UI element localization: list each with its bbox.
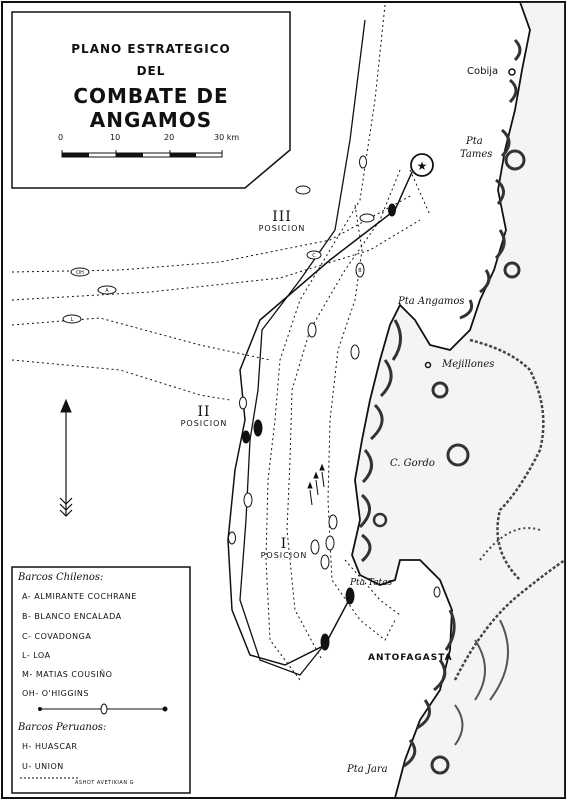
legend-chilean-b: B- BLANCO ENCALADA — [22, 612, 122, 621]
title-box: PLANO ESTRATEGICO DEL COMBATE DE ANGAMOS — [12, 12, 290, 188]
svg-text:★: ★ — [417, 159, 428, 173]
position-i: I POSICION — [254, 537, 314, 560]
ship-mark-c: C — [312, 253, 316, 259]
position-ii-num: II — [197, 404, 211, 420]
scale-label-10: 10 — [110, 133, 121, 142]
place-pta-tetas: Pta Tetas — [350, 578, 393, 588]
scale-label-0: 0 — [58, 133, 64, 142]
author-credit: ASHOT AVETIKIAN G — [75, 780, 135, 786]
place-antofagasta: ANTOFAGASTA — [368, 653, 453, 663]
scale-bar — [61, 150, 223, 158]
ship-mark-oh: OH — [76, 270, 84, 276]
ship-marker-labels: OH A L C B — [71, 253, 363, 323]
legend-chilean-oh: OH- O'HIGGINS — [22, 689, 89, 698]
north-arrow — [59, 398, 73, 517]
position-i-label: POSICION — [260, 551, 308, 560]
place-pta-tames-1: Pta — [466, 136, 483, 147]
legend: Barcos Chilenos: A- ALMIRANTE COCHRANE B… — [12, 567, 190, 793]
ship-markers — [62, 155, 441, 651]
scale-label-30: 30 km — [214, 133, 240, 142]
ship-mark-a: A — [105, 288, 109, 294]
position-iii: III POSICION — [252, 210, 312, 233]
small-arrows — [307, 463, 325, 506]
legend-chilean-m: M- MATIAS COUSIÑO — [22, 670, 113, 679]
title-box-border — [11, 11, 291, 189]
place-pta-angamos: Pta Angamos — [398, 296, 465, 307]
place-c-gordo: C. Gordo — [390, 458, 435, 469]
legend-peruvian-h: H- HUASCAR — [22, 742, 78, 751]
title-line-1: PLANO ESTRATEGICO — [71, 42, 231, 56]
ship-mark-l: L — [71, 317, 74, 323]
position-ii: II POSICION — [174, 405, 234, 428]
place-cobija: Cobija — [467, 66, 499, 77]
title-line-2: DEL — [136, 64, 166, 78]
place-pta-tames-2: Tames — [460, 149, 493, 160]
position-iii-label: POSICION — [258, 224, 306, 233]
legend-line-symbol — [38, 703, 168, 715]
place-pta-jara: Pta Jara — [347, 764, 388, 775]
title-line-3: COMBATE DE ANGAMOS — [73, 84, 229, 132]
place-mejillones: Mejillones — [442, 359, 495, 370]
ship-mark-b: B — [358, 268, 362, 274]
position-i-num: I — [280, 536, 288, 552]
legend-peruvian-header: Barcos Peruanos: — [18, 722, 107, 733]
scale-label-20: 20 — [164, 133, 175, 142]
coastline — [351, 1, 566, 799]
legend-chilean-a: A- ALMIRANTE COCHRANE — [22, 592, 137, 601]
legend-peruvian-u: U- UNION — [22, 762, 64, 771]
star-marker: ★ — [410, 153, 434, 177]
position-ii-label: POSICION — [180, 419, 228, 428]
legend-chilean-header: Barcos Chilenos: — [18, 572, 104, 583]
legend-chilean-c: C- COVADONGA — [22, 632, 92, 641]
legend-chilean-l: L- LOA — [22, 651, 51, 660]
legend-border — [11, 566, 191, 794]
position-iii-num: III — [272, 209, 292, 225]
